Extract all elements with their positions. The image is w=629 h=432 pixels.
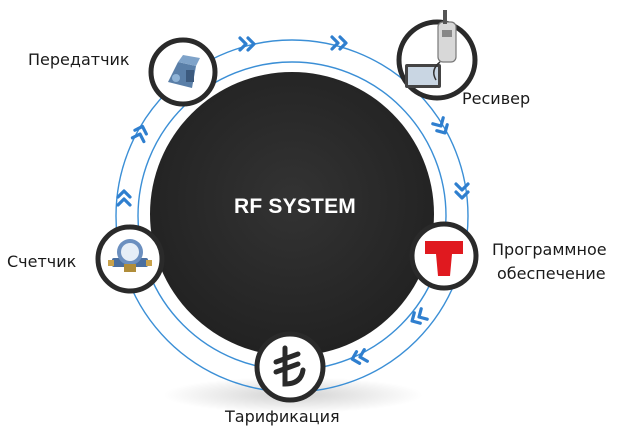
billing-node — [254, 331, 326, 403]
transmitter-label: Передатчик — [28, 50, 130, 69]
flow-arrows — [116, 35, 470, 365]
arrow-right-middle — [454, 182, 470, 200]
arrow-left-upper — [130, 124, 148, 144]
software-label-line1: Программное — [492, 240, 607, 259]
arrow-bottom-middle — [350, 348, 369, 365]
meter-node — [95, 224, 165, 294]
water-meter-icon — [108, 239, 152, 272]
arrow-right-upper — [431, 116, 449, 135]
arrow-top-right — [330, 35, 348, 51]
software-label-line2: обеспечение — [497, 264, 606, 283]
center-title: RF SYSTEM — [234, 195, 356, 218]
transmitter-device-icon — [168, 55, 200, 88]
receiver-device-icon — [405, 10, 457, 88]
arrow-bottom-right — [410, 307, 429, 325]
software-node — [409, 221, 479, 291]
arrow-top-left — [238, 36, 256, 52]
center-disc — [150, 72, 434, 356]
meter-label: Счетчик — [7, 252, 77, 271]
receiver-label: Ресивер — [462, 89, 531, 108]
lira-currency-icon — [273, 345, 306, 387]
billing-label: Тарификация — [225, 407, 340, 426]
transmitter-node — [148, 37, 218, 107]
software-logo-icon — [425, 241, 463, 276]
receiver-node — [396, 10, 478, 101]
arrow-left-lower — [116, 189, 132, 207]
